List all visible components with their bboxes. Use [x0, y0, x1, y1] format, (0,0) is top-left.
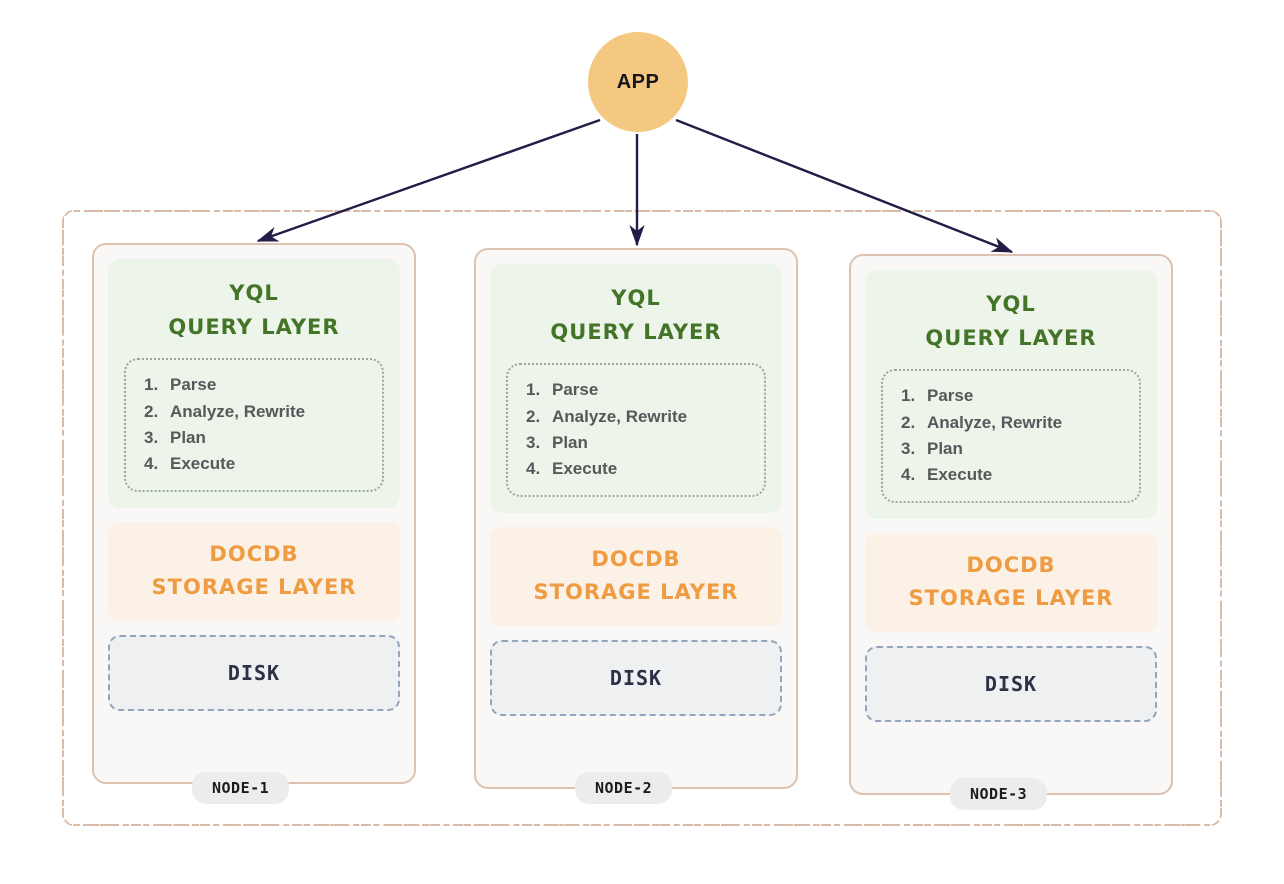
list-item: 2. Analyze, Rewrite [144, 399, 372, 425]
step-number: 1. [144, 375, 159, 395]
docdb-title-1: DOCDB STORAGE LAYER [151, 541, 357, 600]
step-label: Parse [927, 386, 974, 406]
yql-steps-box-2: 1. Parse 2. Analyze, Rewrite 3. Plan 4. … [506, 363, 766, 497]
node-card-1[interactable]: YQL QUERY LAYER 1. Parse 2. Analyze, Rew… [92, 243, 416, 784]
list-item: 4. Execute [526, 456, 754, 482]
yql-steps-box-1: 1. Parse 2. Analyze, Rewrite 3. Plan 4. … [124, 358, 384, 492]
yql-steps-list-2: 1. Parse 2. Analyze, Rewrite 3. Plan 4. … [526, 377, 754, 482]
yql-query-layer-panel-3: YQL QUERY LAYER 1. Parse 2. Analyze, Rew… [865, 270, 1157, 519]
step-number: 2. [901, 412, 916, 432]
app-label: APP [616, 70, 660, 93]
step-number: 3. [526, 432, 541, 452]
step-label: Analyze, Rewrite [927, 412, 1063, 432]
yql-title-2: YQL QUERY LAYER [550, 286, 722, 344]
yql-query-layer-panel-1: YQL QUERY LAYER 1. Parse 2. Analyze, Rew… [108, 259, 400, 508]
step-number: 3. [144, 427, 159, 447]
step-label: Parse [552, 380, 599, 400]
list-item: 3. Plan [901, 436, 1129, 462]
disk-panel-1: DISK [108, 634, 400, 711]
step-number: 1. [526, 380, 541, 400]
disk-label-1: DISK [227, 660, 281, 685]
step-label: Plan [552, 432, 588, 452]
yql-steps-list-1: 1. Parse 2. Analyze, Rewrite 3. Plan 4. … [144, 372, 372, 477]
disk-label-2: DISK [609, 665, 663, 690]
disk-label-3: DISK [984, 671, 1038, 696]
step-label: Analyze, Rewrite [170, 401, 306, 421]
step-number: 3. [901, 438, 916, 458]
disk-panel-3: DISK [865, 645, 1157, 722]
step-label: Parse [170, 375, 217, 395]
step-number: 2. [144, 401, 159, 421]
step-number: 1. [901, 386, 916, 406]
list-item: 2. Analyze, Rewrite [901, 410, 1129, 436]
docdb-storage-layer-panel-3: DOCDB STORAGE LAYER [865, 532, 1157, 632]
node-badge-1: NODE-1 [192, 772, 290, 804]
list-item: 4. Execute [144, 451, 372, 477]
step-number: 2. [526, 406, 541, 426]
list-item: 1. Parse [144, 372, 372, 398]
step-number: 4. [526, 459, 541, 479]
step-number: 4. [901, 465, 916, 485]
step-number: 4. [144, 454, 159, 474]
docdb-title-3: DOCDB STORAGE LAYER [908, 552, 1114, 611]
step-label: Plan [170, 427, 206, 447]
step-label: Execute [170, 454, 236, 474]
node-card-3[interactable]: YQL QUERY LAYER 1. Parse 2. Analyze, Rew… [849, 254, 1173, 795]
docdb-storage-layer-panel-1: DOCDB STORAGE LAYER [108, 521, 400, 621]
list-item: 3. Plan [526, 430, 754, 456]
list-item: 4. Execute [901, 462, 1129, 488]
step-label: Execute [927, 465, 993, 485]
list-item: 1. Parse [526, 377, 754, 403]
node-badge-3: NODE-3 [950, 778, 1048, 810]
yql-title-1: YQL QUERY LAYER [168, 281, 340, 339]
step-label: Execute [552, 459, 618, 479]
app-node[interactable]: APP [588, 32, 688, 132]
docdb-title-2: DOCDB STORAGE LAYER [533, 546, 739, 605]
disk-panel-2: DISK [490, 639, 782, 716]
step-label: Plan [927, 438, 963, 458]
yql-steps-list-3: 1. Parse 2. Analyze, Rewrite 3. Plan 4. … [901, 383, 1129, 488]
yql-steps-box-3: 1. Parse 2. Analyze, Rewrite 3. Plan 4. … [881, 369, 1141, 503]
yql-query-layer-panel-2: YQL QUERY LAYER 1. Parse 2. Analyze, Rew… [490, 264, 782, 513]
docdb-storage-layer-panel-2: DOCDB STORAGE LAYER [490, 526, 782, 626]
list-item: 2. Analyze, Rewrite [526, 404, 754, 430]
yql-title-3: YQL QUERY LAYER [925, 292, 1097, 350]
list-item: 3. Plan [144, 425, 372, 451]
node-badge-2: NODE-2 [575, 772, 673, 804]
node-card-2[interactable]: YQL QUERY LAYER 1. Parse 2. Analyze, Rew… [474, 248, 798, 789]
step-label: Analyze, Rewrite [552, 406, 688, 426]
list-item: 1. Parse [901, 383, 1129, 409]
